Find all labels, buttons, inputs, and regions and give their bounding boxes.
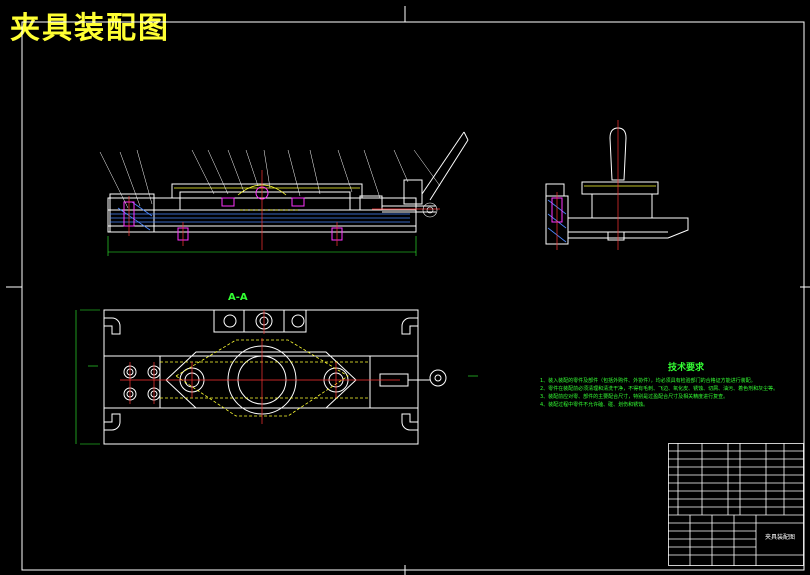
sheet-frame [6, 6, 810, 575]
tech-note: 2、零件在装配前必须清理和清洗干净，不得有毛刺、飞边、氧化皮、锈蚀、切屑、油污、… [540, 386, 779, 392]
section-label: A-A [228, 292, 248, 303]
tech-requirements-heading: 技术要求 [667, 363, 704, 373]
tech-note: 1、装入装配的零件及部件（包括外购件、外协件），均必须具有检验部门的合格证方能进… [540, 378, 756, 384]
section-aa-view: A-A [75, 292, 478, 445]
title-block: 夹具装配图 [668, 443, 804, 566]
front-view [99, 131, 469, 256]
tech-note: 4、装配过程中零件不允许磕、碰、划伤和锈蚀。 [540, 402, 649, 408]
tech-note: 3、装配前应对零、部件的主要配合尺寸，特别是过盈配合尺寸及相关精度进行复查。 [540, 394, 729, 400]
side-view [545, 120, 689, 250]
drawing-title: 夹具装配图 [10, 11, 170, 46]
tech-requirements: 技术要求 1、装入装配的零件及部件（包括外购件、外协件），均必须具有检验部门的合… [540, 360, 802, 409]
title-block-drawing-name: 夹具装配图 [765, 533, 795, 541]
